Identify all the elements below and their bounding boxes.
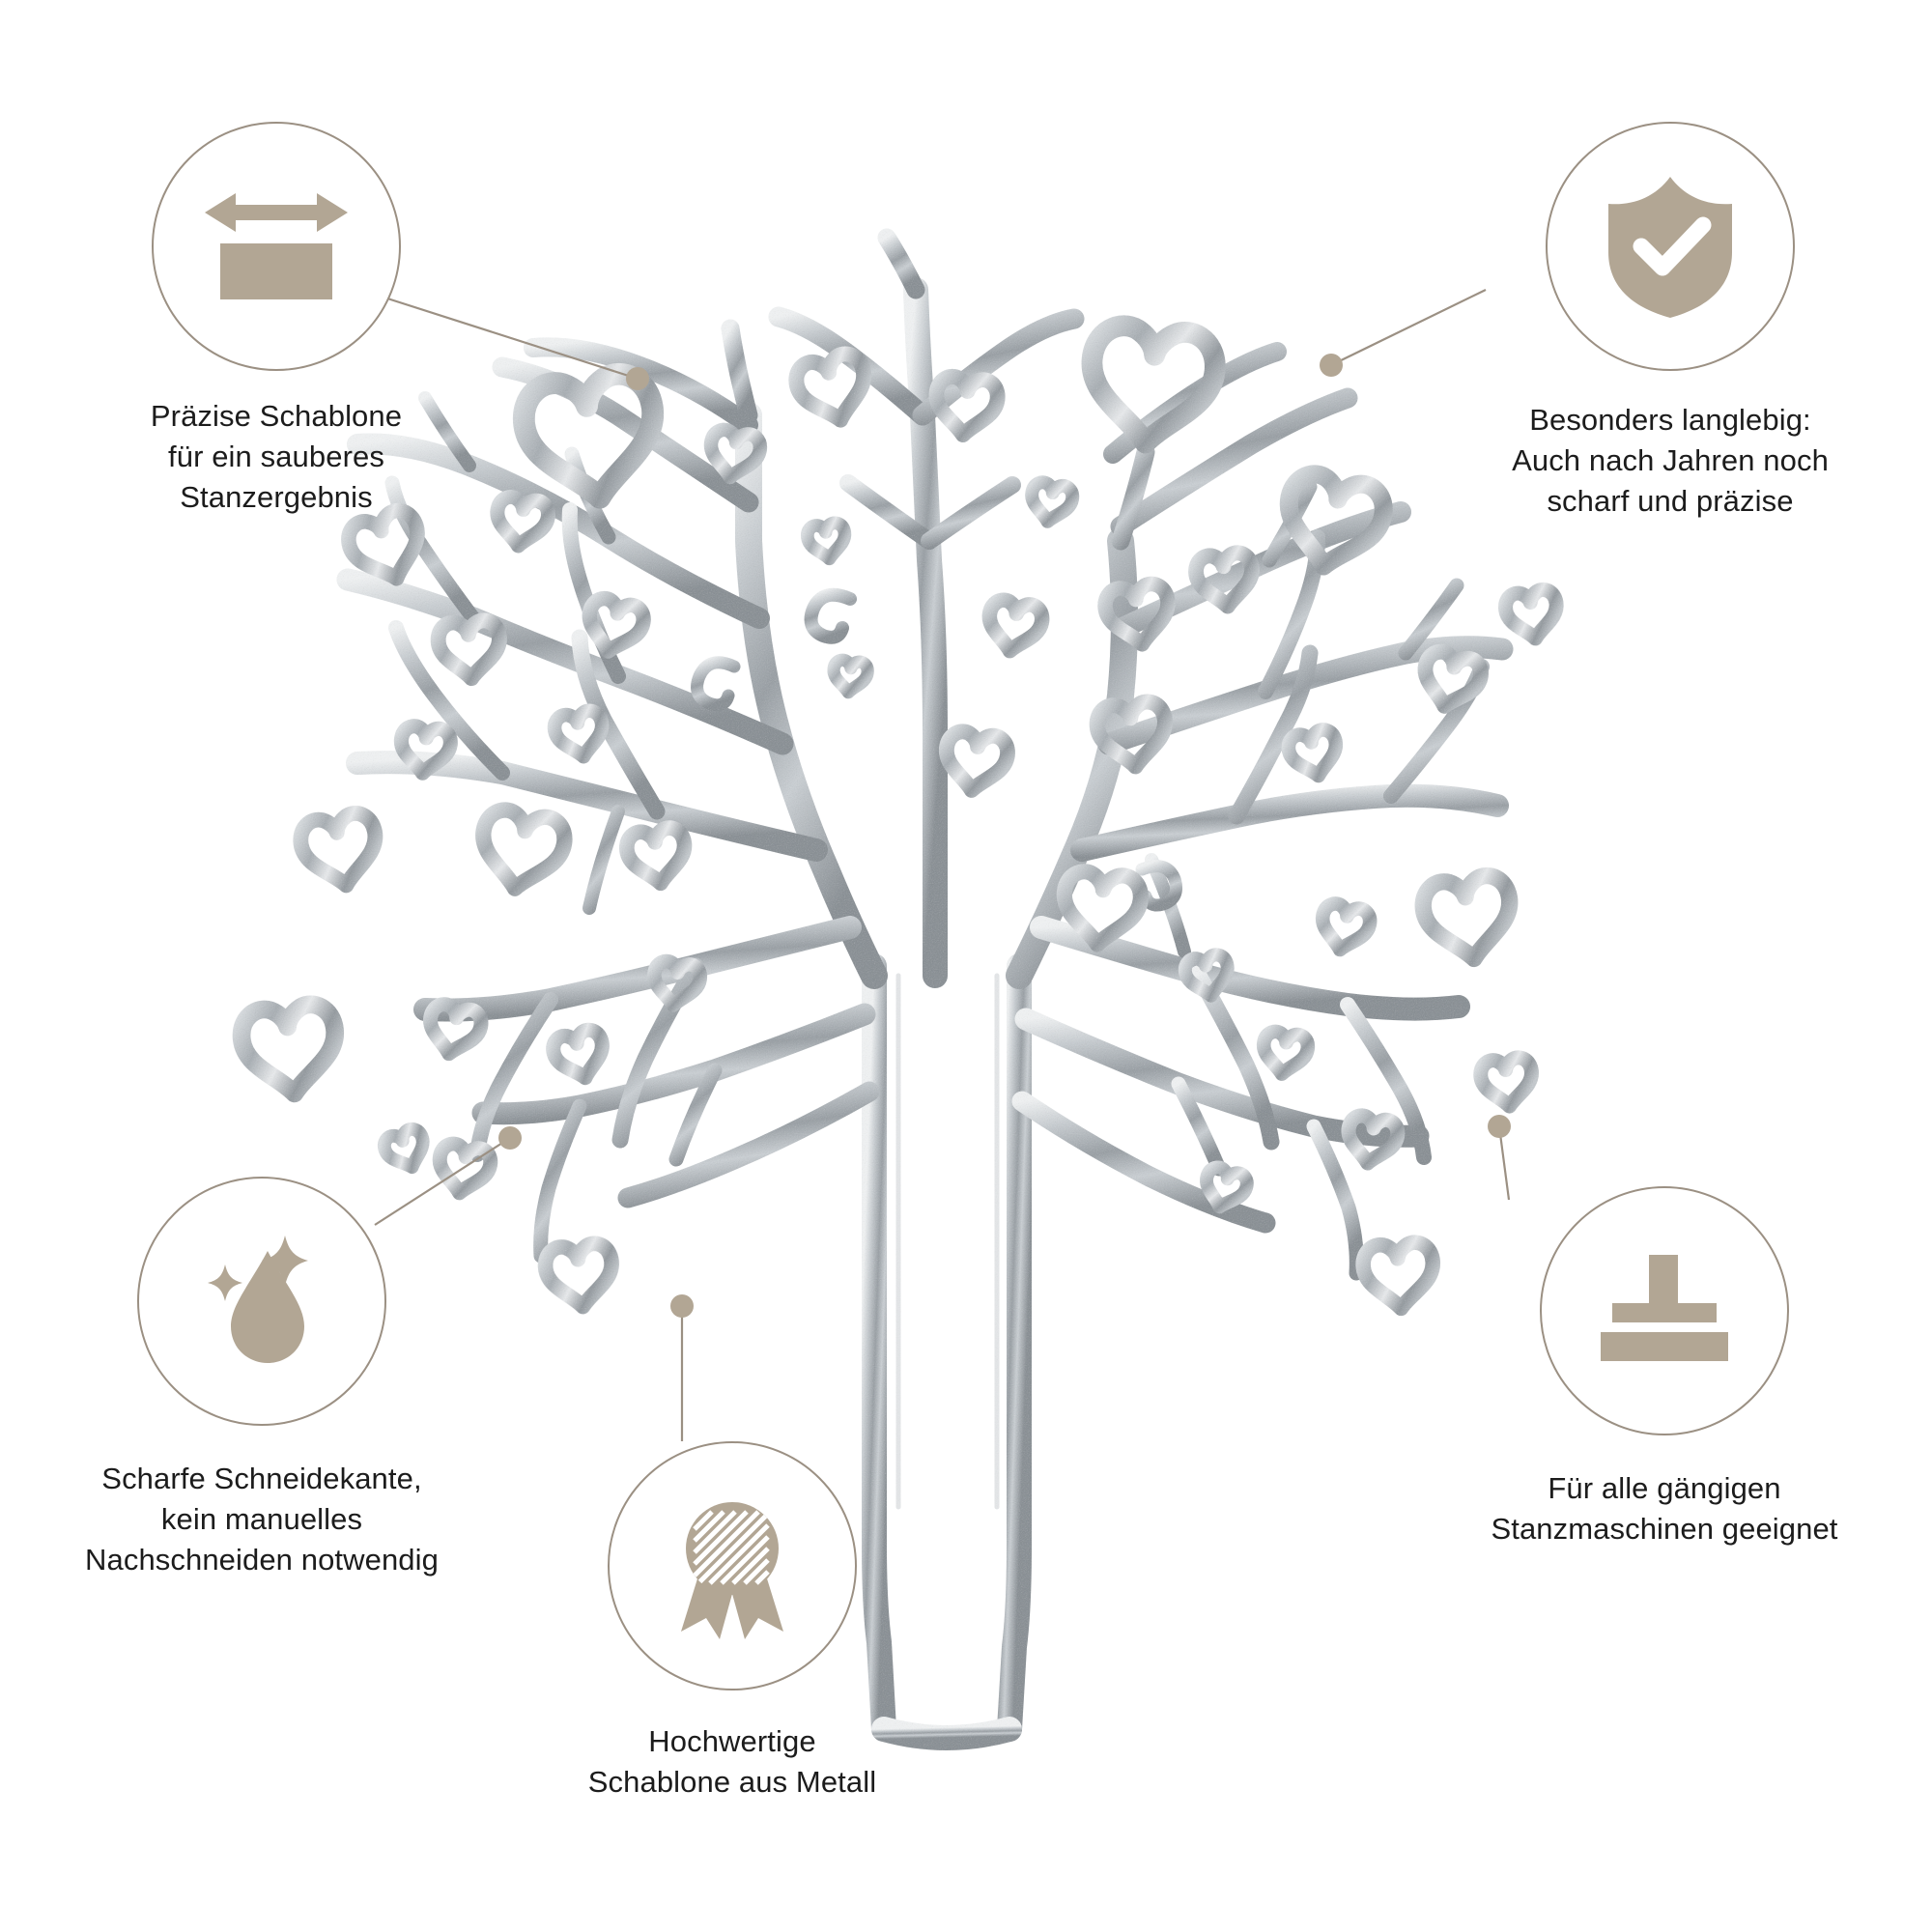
droplet-sparkle-icon <box>185 1224 339 1378</box>
feature-durable[interactable]: Besonders langlebig: Auch nach Jahren no… <box>1453 122 1888 522</box>
feature-sharp-caption: Scharfe Schneidekante, kein manuelles Na… <box>85 1462 439 1577</box>
feature-machines[interactable]: Für alle gängigen Stanzmaschinen geeigne… <box>1447 1186 1882 1549</box>
shield-check-icon <box>1603 173 1738 320</box>
feature-durable-circle <box>1546 122 1795 371</box>
award-medal-icon <box>660 1489 805 1643</box>
feature-sharp[interactable]: Scharfe Schneidekante, kein manuelles Na… <box>54 1177 469 1580</box>
feature-durable-caption: Besonders langlebig: Auch nach Jahren no… <box>1512 403 1829 518</box>
press-stamp-icon <box>1587 1253 1742 1369</box>
feature-machines-caption: Für alle gängigen Stanzmaschinen geeigne… <box>1491 1471 1838 1546</box>
feature-sharp-circle <box>137 1177 386 1426</box>
feature-precision-circle <box>152 122 401 371</box>
feature-machines-circle <box>1540 1186 1789 1435</box>
feature-metal[interactable]: Hochwertige Schablone aus Metall <box>539 1441 925 1803</box>
feature-metal-circle <box>608 1441 857 1690</box>
feature-precision[interactable]: Präzise Schablone für ein sauberes Stanz… <box>73 122 479 518</box>
feature-metal-caption: Hochwertige Schablone aus Metall <box>587 1724 877 1799</box>
feature-precision-caption: Präzise Schablone für ein sauberes Stanz… <box>150 399 403 514</box>
width-measure-icon <box>199 184 354 309</box>
